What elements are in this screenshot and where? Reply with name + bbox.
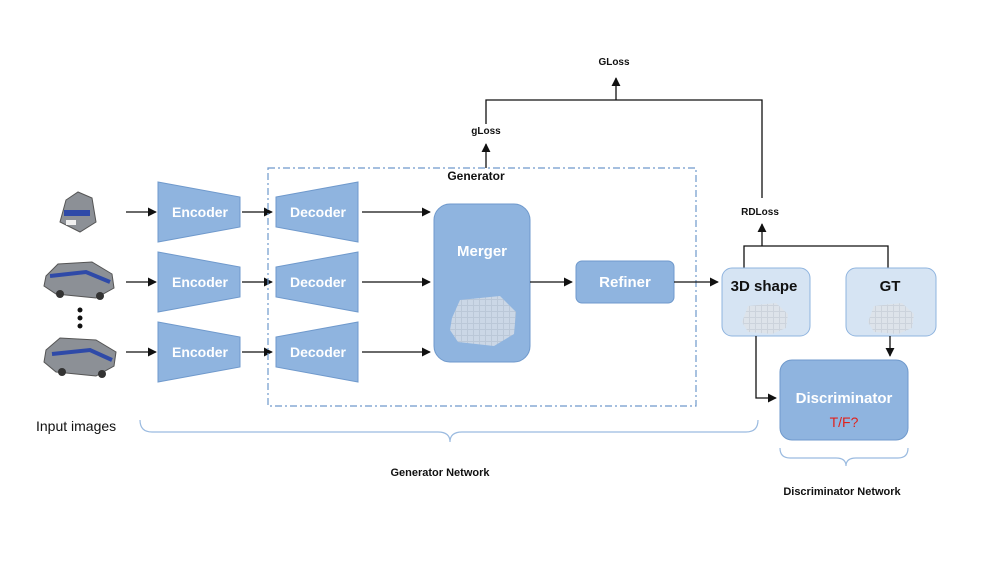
input-ellipsis-dots [77,307,83,329]
merger-label: Merger [457,243,507,260]
shape-panel: 3D shape [721,267,811,337]
generator-network-label: Generator Network [390,467,490,479]
decoder-block-3: Decoder [275,321,359,383]
generator-boundary [267,167,697,407]
discriminator-network-label: Discriminator Network [783,486,901,498]
input-car-image-1 [59,191,97,233]
arrow-shape-discriminator [755,336,777,403]
encoder-block-1: Encoder [157,181,241,243]
decoder-block-2: Decoder [275,251,359,313]
generator-network-brace [139,419,759,443]
discriminator-block: Discriminator T/F? [779,359,909,441]
refiner-label: Refiner [599,274,651,291]
refiner-block: Refiner [575,260,675,304]
shape-voxel-car-icon [742,303,788,334]
encoder-label-1: Encoder [172,204,229,220]
gloss-small-label: gLoss [471,126,501,137]
discriminator-label: Discriminator [796,390,893,407]
discriminator-output-label: T/F? [830,414,859,430]
decoder-label-2: Decoder [290,274,347,290]
gloss-total-label: GLoss [598,57,630,68]
input-images-label: Input images [36,418,116,434]
gt-label: GT [880,278,901,295]
gt-voxel-car-icon [868,303,914,334]
encoder-block-2: Encoder [157,251,241,313]
shape-label: 3D shape [731,278,798,295]
encoder-label-2: Encoder [172,274,229,290]
encoder-label-3: Encoder [172,344,229,360]
rdloss-label: RDLoss [741,207,779,218]
decoder-label-3: Decoder [290,344,347,360]
decoder-block-1: Decoder [275,181,359,243]
rdloss-bracket-line [743,245,889,268]
input-car-image-3 [43,337,117,378]
decoder-label-1: Decoder [290,204,347,220]
encoder-block-3: Encoder [157,321,241,383]
generator-label: Generator [447,169,505,183]
input-car-image-2 [43,261,115,300]
merger-voxel-car-icon [450,296,516,346]
merger-block: Merger [433,203,531,363]
gt-panel: GT [845,267,937,337]
discriminator-network-brace [779,447,909,467]
gloss-combine-line [485,99,763,198]
